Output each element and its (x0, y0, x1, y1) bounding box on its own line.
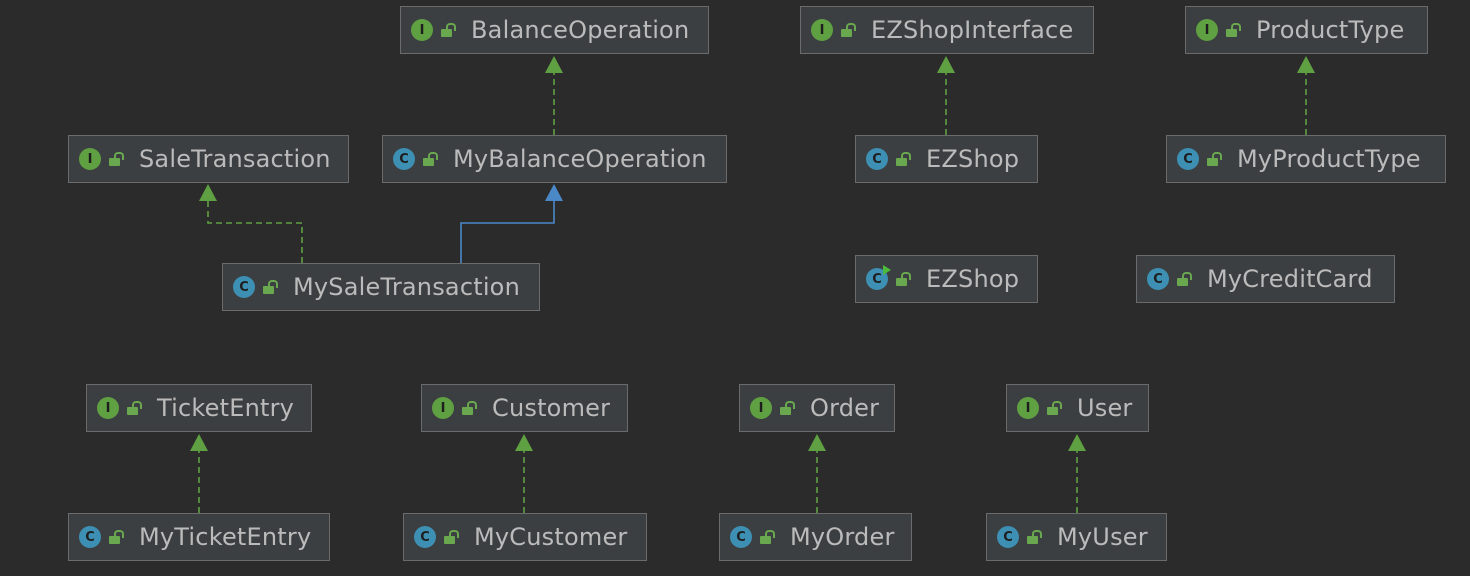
lock-open-icon (109, 530, 124, 544)
node-my-balance-operation[interactable]: C MyBalanceOperation (382, 135, 727, 183)
arrowhead (190, 434, 208, 451)
interface-icon: I (1017, 397, 1039, 419)
arrowhead (515, 434, 533, 451)
node-label: Order (810, 394, 880, 422)
node-my-customer[interactable]: C MyCustomer (403, 513, 647, 561)
node-sale-transaction[interactable]: I SaleTransaction (68, 135, 349, 183)
node-label: EZShop (926, 145, 1020, 173)
edge-my-balance-operation-to-balance-operation (545, 56, 563, 135)
node-my-credit-card[interactable]: C MyCreditCard (1136, 255, 1395, 303)
arrowhead (199, 184, 217, 201)
edge-my-customer-to-customer (515, 434, 533, 513)
interface-icon: I (411, 19, 433, 41)
lock-open-icon (1047, 401, 1062, 415)
class-icon: C (1147, 268, 1169, 290)
class-icon: C (997, 526, 1019, 548)
node-my-order[interactable]: C MyOrder (719, 513, 912, 561)
class-icon: C (79, 526, 101, 548)
node-my-product-type[interactable]: C MyProductType (1166, 135, 1446, 183)
edge-my-product-type-to-product-type (1297, 56, 1315, 135)
lock-open-icon (127, 401, 142, 415)
node-order[interactable]: I Order (739, 384, 895, 432)
lock-open-icon (760, 530, 775, 544)
lock-open-icon (109, 152, 124, 166)
arrowhead (545, 184, 563, 201)
node-label: BalanceOperation (471, 16, 690, 44)
class-icon: C (233, 276, 255, 298)
node-my-user[interactable]: C MyUser (986, 513, 1167, 561)
edge-my-user-to-user (1068, 434, 1086, 513)
node-product-type[interactable]: I ProductType (1185, 6, 1428, 54)
node-label: MySaleTransaction (293, 273, 520, 301)
node-label: MyCreditCard (1207, 265, 1373, 293)
lock-open-icon (441, 23, 456, 37)
edge-my-order-to-order (808, 434, 826, 513)
lock-open-icon (444, 530, 459, 544)
node-label: ProductType (1256, 16, 1405, 44)
node-ezshop[interactable]: C EZShop (855, 135, 1038, 183)
node-label: MyOrder (790, 523, 895, 551)
node-label: Customer (492, 394, 611, 422)
lock-open-icon (423, 152, 438, 166)
node-label: MyUser (1057, 523, 1148, 551)
lock-open-icon (841, 23, 856, 37)
edge-my-ticket-entry-to-ticket-entry (190, 434, 208, 513)
node-user[interactable]: I User (1006, 384, 1149, 432)
node-balance-operation[interactable]: I BalanceOperation (400, 6, 709, 54)
class-icon: C (1177, 148, 1199, 170)
node-label: TicketEntry (157, 394, 295, 422)
class-icon: C (866, 148, 888, 170)
class-icon: C (730, 526, 752, 548)
edge-ezshop-to-ezshop-interface (937, 56, 955, 135)
node-label: MyBalanceOperation (453, 145, 707, 173)
node-ezshop-runnable[interactable]: C EZShop (855, 255, 1038, 303)
lock-open-icon (1177, 272, 1192, 286)
node-my-ticket-entry[interactable]: C MyTicketEntry (68, 513, 330, 561)
arrowhead (1068, 434, 1086, 451)
node-label: EZShopInterface (871, 16, 1074, 44)
node-label: MyCustomer (474, 523, 628, 551)
node-label: User (1077, 394, 1133, 422)
lock-open-icon (1027, 530, 1042, 544)
class-icon: C (393, 148, 415, 170)
edge-line (207, 200, 303, 263)
runnable-class-icon: C (866, 265, 891, 290)
node-ezshop-interface[interactable]: I EZShopInterface (800, 6, 1094, 54)
lock-open-icon (1207, 152, 1222, 166)
interface-icon: I (97, 397, 119, 419)
node-label: SaleTransaction (139, 145, 331, 173)
edge-my-sale-transaction-to-my-balance-operation (460, 184, 563, 263)
node-label: MyTicketEntry (139, 523, 312, 551)
class-icon: C (414, 526, 436, 548)
arrowhead (808, 434, 826, 451)
node-customer[interactable]: I Customer (421, 384, 628, 432)
arrowhead (1297, 56, 1315, 73)
interface-icon: I (432, 397, 454, 419)
arrowhead (545, 56, 563, 73)
edge-line (460, 200, 555, 263)
interface-icon: I (79, 148, 101, 170)
node-ticket-entry[interactable]: I TicketEntry (86, 384, 312, 432)
interface-icon: I (750, 397, 772, 419)
node-my-sale-transaction[interactable]: C MySaleTransaction (222, 263, 540, 311)
lock-open-icon (263, 280, 278, 294)
node-label: EZShop (926, 265, 1020, 293)
lock-open-icon (462, 401, 477, 415)
lock-open-icon (1226, 23, 1241, 37)
lock-open-icon (896, 152, 911, 166)
arrowhead (937, 56, 955, 73)
node-label: MyProductType (1237, 145, 1421, 173)
edge-my-sale-transaction-to-sale-transaction (199, 184, 303, 263)
interface-icon: I (1196, 19, 1218, 41)
lock-open-icon (780, 401, 795, 415)
interface-icon: I (811, 19, 833, 41)
lock-open-icon (896, 272, 911, 286)
